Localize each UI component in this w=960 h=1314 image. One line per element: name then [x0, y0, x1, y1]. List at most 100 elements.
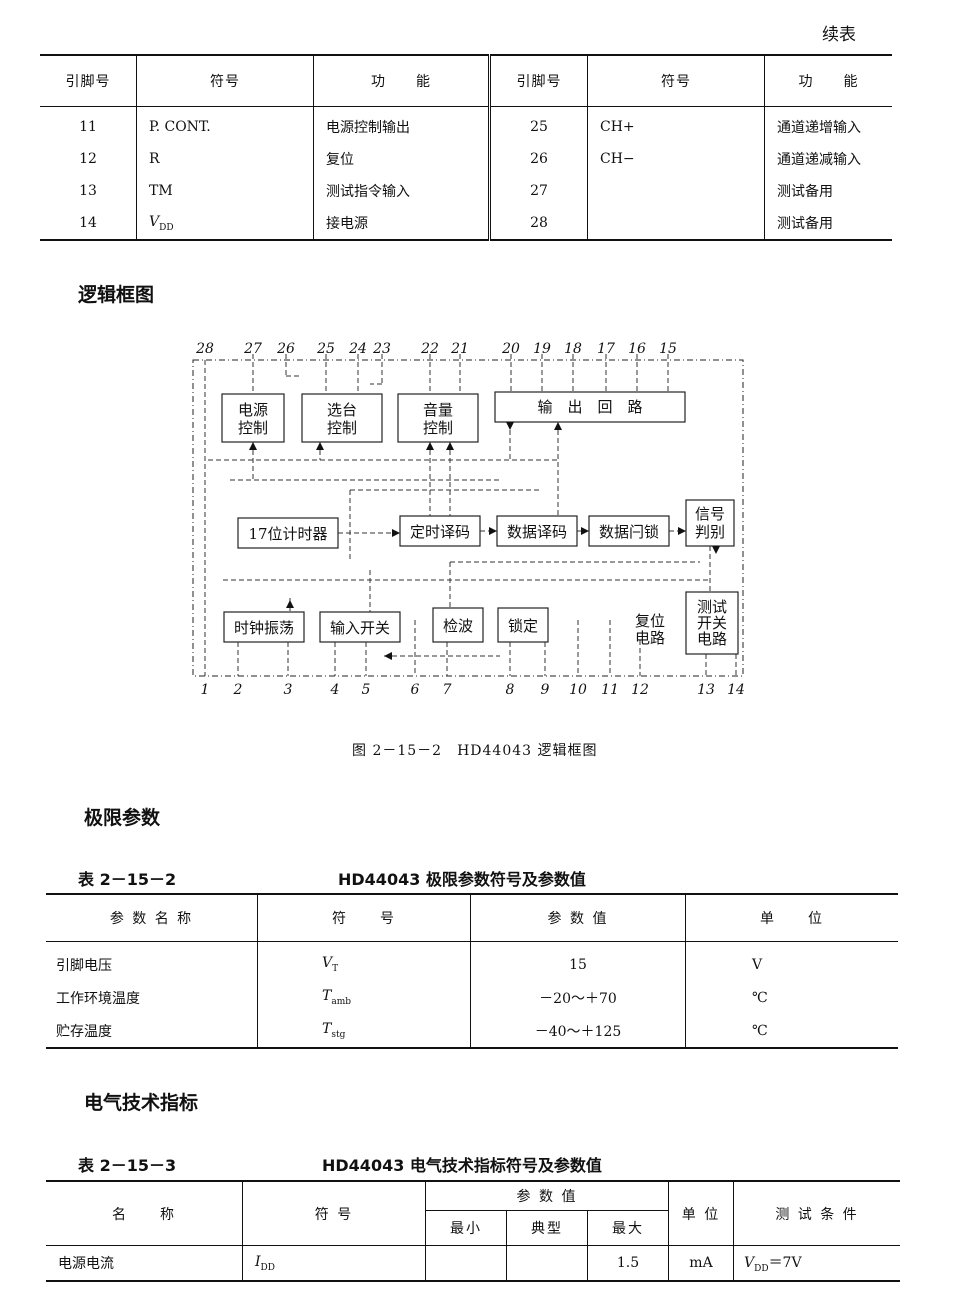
- symbol-subscript: T: [332, 963, 339, 974]
- pin-function: 电源控制输出: [313, 106, 491, 143]
- pin-symbol: [587, 207, 765, 240]
- pin-number: 25: [489, 106, 588, 143]
- spec-symbol: IDD: [242, 1245, 426, 1281]
- input-switch-block: [319, 611, 401, 643]
- param-symbol: Tamb: [257, 981, 471, 1014]
- table-row: 电源电流 IDD 1.5 mA VDD＝7V: [46, 1245, 900, 1281]
- header-param-name: 参 数 名 称: [46, 894, 258, 942]
- symbol-main: V: [322, 955, 333, 972]
- symbol-main: T: [322, 988, 332, 1005]
- spec-min: [425, 1245, 507, 1281]
- pin-label-bottom: 5: [362, 682, 371, 698]
- pin-symbol: R: [136, 143, 314, 175]
- pin-label-top: 25: [316, 341, 335, 357]
- block-label: 电源: [238, 401, 268, 419]
- block-label: 控制: [238, 419, 268, 437]
- pin-label-top: 18: [564, 341, 582, 357]
- spec-name: 电源电流: [46, 1245, 243, 1281]
- block-label: 检波: [443, 617, 473, 635]
- param-symbol: VT: [257, 941, 471, 981]
- param-name: 引脚电压: [46, 941, 258, 981]
- block-label: 定时译码: [410, 523, 470, 541]
- param-name: 贮存温度: [46, 1014, 258, 1048]
- block-label: 信号: [695, 505, 725, 523]
- pin-label-top: 28: [195, 341, 214, 357]
- output-circuit-block: [494, 391, 686, 423]
- block-label: 控制: [327, 419, 357, 437]
- pin-symbol: [587, 175, 765, 207]
- table-row: 13 TM 测试指令输入 27 测试备用: [40, 175, 892, 207]
- header-function: 功 能: [313, 55, 491, 107]
- block-label: 锁定: [508, 617, 538, 635]
- pin-label-top: 26: [276, 341, 295, 357]
- param-symbol: Tstg: [257, 1014, 471, 1048]
- pin-function: 通道递增输入: [777, 120, 861, 136]
- param-name: 工作环境温度: [46, 981, 258, 1014]
- pin-symbol: VDD: [136, 207, 314, 240]
- header-min: 最小: [425, 1210, 507, 1246]
- pin-label-top: 24: [348, 341, 367, 357]
- pin-number: 13: [40, 175, 137, 207]
- spec-max: 1.5: [587, 1245, 669, 1281]
- param-unit: V: [752, 956, 763, 973]
- header-name: 名 称: [46, 1181, 243, 1246]
- header-function-2: 功 能: [764, 55, 892, 107]
- header-values: 参 数 值: [425, 1181, 669, 1211]
- table-row: 引脚电压 VT 15 V: [46, 941, 898, 981]
- pin-function: 测试指令输入: [313, 175, 491, 207]
- pin-symbol: TM: [136, 175, 314, 207]
- param-value: －20～＋70: [470, 981, 686, 1014]
- pin-label-top: 20: [501, 341, 520, 357]
- pin-label-top: 15: [659, 341, 677, 357]
- block-label: 测试: [697, 598, 727, 616]
- pin-function: 测试备用: [777, 184, 833, 200]
- table-row: 工作环境温度 Tamb －20～＋70 ℃: [46, 981, 898, 1014]
- pin-function: 通道递减输入: [777, 152, 861, 168]
- block-label: 选台: [327, 401, 357, 419]
- pin-label-top: 27: [243, 341, 262, 357]
- pin-label-bottom: 2: [233, 682, 243, 698]
- pin-label-bottom: 9: [541, 682, 550, 698]
- header-typ: 典型: [506, 1210, 588, 1246]
- block-label: 电路: [697, 630, 727, 648]
- header-symbol: 符 号: [242, 1181, 426, 1246]
- header-max: 最大: [587, 1210, 669, 1246]
- pin-number: 26: [489, 143, 588, 175]
- block-label: 电路: [635, 629, 665, 647]
- lock-block: [497, 607, 549, 643]
- block-label: 控制: [423, 419, 453, 437]
- pin-symbol: CH+: [587, 106, 765, 143]
- block-label: 数据闩锁: [599, 523, 659, 541]
- block-label: 复位: [635, 612, 665, 630]
- condition-value: ＝7V: [768, 1255, 802, 1272]
- pin-label-bottom: 4: [330, 682, 340, 698]
- figure-caption: 图 2－15－2 HD44043 逻辑框图: [352, 743, 598, 759]
- header-unit: 单 位: [685, 894, 898, 942]
- block-label: 判别: [695, 523, 725, 541]
- table-number: 表 2－15－2: [78, 870, 177, 889]
- electrical-specs-heading: 电气技术指标: [84, 1092, 199, 1114]
- clock-osc-block: [223, 611, 305, 643]
- pin-label-top: 17: [597, 341, 615, 357]
- block-label: 输 出 回 路: [537, 398, 642, 416]
- pin-symbol: P. CONT.: [136, 106, 314, 143]
- spec-unit: mA: [668, 1245, 734, 1281]
- symbol-main: I: [255, 1253, 261, 1270]
- header-symbol: 符号: [136, 55, 314, 107]
- volume-control-block: [397, 393, 479, 443]
- pin-function-table: 引脚号 符号 功 能 引脚号 符号 功 能 11 P. CONT. 电源控制输出…: [40, 54, 892, 241]
- param-unit: ℃: [752, 1022, 768, 1039]
- detect-block: [432, 607, 484, 643]
- block-label: 开关: [697, 614, 727, 632]
- table-row: 14 VDD 接电源 28 测试备用: [40, 207, 892, 240]
- table-row: 贮存温度 Tstg －40～＋125 ℃: [46, 1014, 898, 1048]
- pin-function: 复位: [313, 143, 491, 175]
- pin-label-top: 19: [533, 341, 551, 357]
- symbol-subscript: amb: [331, 996, 352, 1007]
- symbol-subscript: DD: [260, 1262, 275, 1273]
- header-pin-no-2: 引脚号: [489, 55, 588, 107]
- logic-block-diagram: 28 27 26 25 24 23 22 21 20 19 18 17 16 1…: [192, 341, 745, 698]
- connection-lines: [204, 354, 737, 676]
- table-row: 12 R 复位 26 CH− 通道递减输入: [40, 143, 892, 175]
- table-title: HD44043 电气技术指标符号及参数值: [322, 1156, 602, 1175]
